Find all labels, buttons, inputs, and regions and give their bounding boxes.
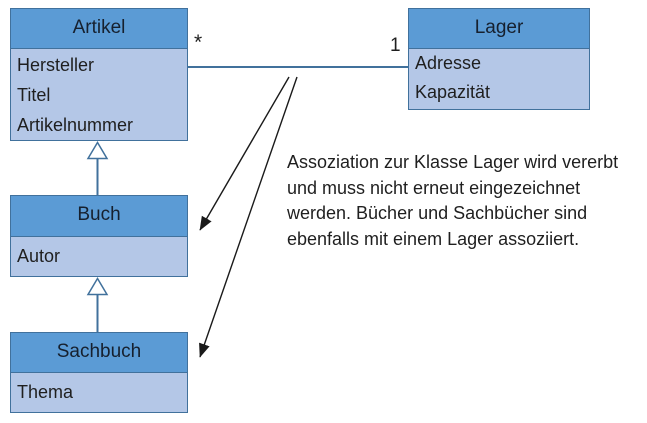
multiplicity-artikel-end: * (194, 31, 203, 54)
class-box-buch: Buch Autor (10, 195, 188, 277)
attribute-hersteller: Hersteller (17, 55, 95, 75)
class-box-artikel: Artikel Hersteller Titel Artikelnummer (10, 8, 188, 141)
annotation-line-1: Assoziation zur Klasse Lager wird vererb… (287, 152, 619, 172)
attribute-thema: Thema (17, 382, 74, 402)
annotation-line-2: und muss nicht erneut eingezeichnet (287, 177, 581, 198)
class-name-sachbuch: Sachbuch (11, 333, 187, 373)
class-name-lager: Lager (409, 9, 589, 49)
annotation-arrow-to-buch (199, 76, 290, 231)
class-name-artikel: Artikel (11, 9, 187, 49)
class-name-buch: Buch (11, 196, 187, 237)
annotation-arrow-to-sachbuch (199, 76, 298, 358)
class-attrs-artikel: Hersteller Titel Artikelnummer (11, 49, 187, 140)
class-box-lager: Lager Adresse Kapazität (408, 8, 590, 110)
inheritance-connector-buch-artikel (86, 141, 109, 196)
class-box-sachbuch: Sachbuch Thema (10, 332, 188, 413)
attribute-titel: Titel (17, 85, 51, 105)
annotation-line-3: werden. Bücher und Sachbücher sind (287, 203, 588, 224)
annotation-text: Assoziation zur Klasse Lager wird vererb… (287, 150, 618, 253)
attribute-adresse: Adresse (415, 53, 482, 73)
class-attrs-sachbuch: Thema (11, 373, 187, 407)
class-attrs-lager: Adresse Kapazität (409, 49, 589, 107)
annotation-line-4: ebenfalls mit einem Lager assoziiert. (287, 229, 580, 250)
inheritance-connector-sachbuch-buch (86, 277, 109, 333)
attribute-kapazitaet: Kapazität (415, 82, 491, 102)
inheritance-triangle-icon (86, 277, 109, 296)
multiplicity-lager-end: 1 (390, 35, 401, 56)
inheritance-triangle-icon (86, 141, 109, 160)
class-attrs-buch: Autor (11, 237, 187, 271)
attribute-artikelnummer: Artikelnummer (17, 115, 134, 135)
attribute-autor: Autor (17, 246, 61, 266)
